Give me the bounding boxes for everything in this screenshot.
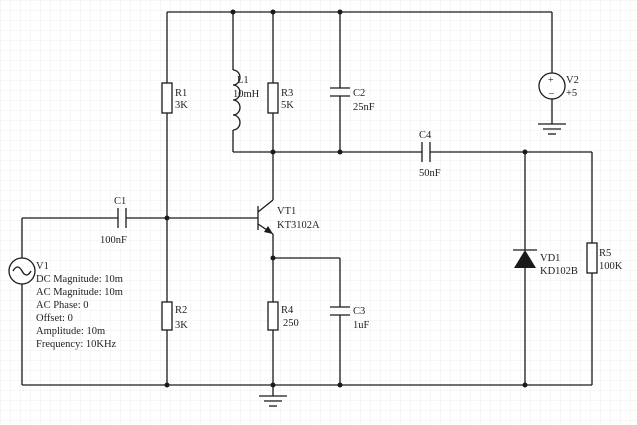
wires <box>21 11 593 396</box>
v1-param: Frequency: 10KHz <box>36 339 117 350</box>
v1-param: DC Magnitude: 10m <box>36 274 123 285</box>
capacitor-c1[interactable]: C1 100nF <box>100 196 127 246</box>
l1-ref: L1 <box>237 75 249 86</box>
capacitor-c2[interactable]: C2 25nF <box>330 87 375 113</box>
ground-icon <box>538 123 566 135</box>
r3-value: 5K <box>281 100 294 111</box>
r1-value: 3K <box>175 100 188 111</box>
c2-value: 25nF <box>353 102 375 113</box>
v1-param: AC Magnitude: 10m <box>36 287 123 298</box>
r3-ref: R3 <box>281 88 293 99</box>
v2-value: +5 <box>566 88 577 99</box>
c3-ref: C3 <box>353 306 365 317</box>
diode-vd1[interactable]: VD1 KD102B <box>513 249 578 277</box>
v2-plus-sign: + <box>548 75 554 86</box>
resistor-r4[interactable]: R4 250 <box>267 301 299 331</box>
resistor-r5[interactable]: R5 100K <box>586 242 623 274</box>
r5-value: 100K <box>599 261 623 272</box>
resistor-r2[interactable]: R2 3K <box>161 301 188 331</box>
c4-ref: C4 <box>419 130 432 141</box>
vd1-ref: VD1 <box>540 253 560 264</box>
r4-value: 250 <box>283 318 299 329</box>
r2-ref: R2 <box>175 305 187 316</box>
v1-param: Offset: 0 <box>36 313 73 324</box>
inductor-coil-icon <box>232 69 241 131</box>
resistor-r1[interactable]: R1 3K <box>161 82 188 114</box>
c1-ref: C1 <box>114 196 126 207</box>
r1-ref: R1 <box>175 88 187 99</box>
sine-wave-icon <box>12 266 32 276</box>
r5-ref: R5 <box>599 248 611 259</box>
capacitor-c4[interactable]: C4 50nF <box>419 130 441 179</box>
inductor-l1[interactable]: L1 10mH <box>232 69 260 131</box>
junction-dots <box>164 9 528 388</box>
diode-triangle-icon <box>514 250 536 268</box>
vd1-value: KD102B <box>540 266 578 277</box>
v1-param: AC Phase: 0 <box>36 300 89 311</box>
transistor-vt1[interactable]: VT1 KT3102A <box>257 199 320 235</box>
l1-value: 10mH <box>233 89 260 100</box>
vt1-ref: VT1 <box>277 206 296 217</box>
v1-param: Amplitude: 10m <box>36 326 105 337</box>
c2-ref: C2 <box>353 88 365 99</box>
vt1-value: KT3102A <box>277 220 320 231</box>
voltage-source-v2[interactable]: + – V2 +5 <box>538 72 579 100</box>
v2-ref: V2 <box>566 75 579 86</box>
capacitor-c3[interactable]: C3 1uF <box>330 306 370 331</box>
emitter-arrow-icon <box>264 226 273 234</box>
c1-value: 100nF <box>100 235 127 246</box>
r2-value: 3K <box>175 320 188 331</box>
dc-source-icon <box>538 72 566 100</box>
c3-value: 1uF <box>353 320 370 331</box>
resistor-r3[interactable]: R3 5K <box>267 82 294 114</box>
r4-ref: R4 <box>281 305 294 316</box>
v2-minus-sign: – <box>548 88 555 99</box>
v1-ref: V1 <box>36 261 49 272</box>
c4-value: 50nF <box>419 168 441 179</box>
voltage-source-v1[interactable]: V1 DC Magnitude: 10m AC Magnitude: 10m A… <box>8 257 123 350</box>
ground-icon <box>259 395 287 407</box>
